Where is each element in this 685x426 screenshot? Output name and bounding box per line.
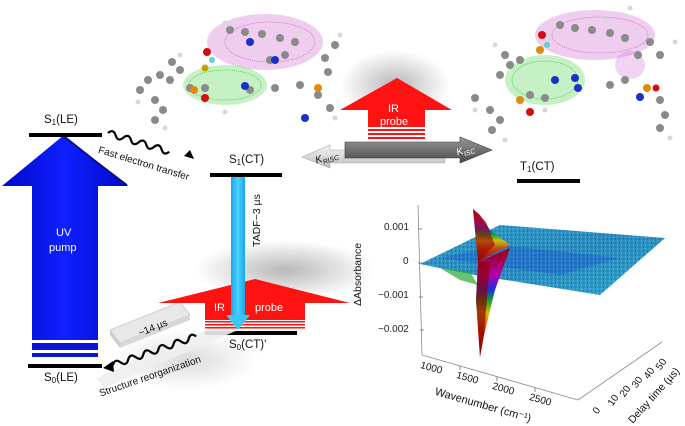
label-s0-ct: S0(CT)': [229, 339, 267, 352]
reorg-time-block: [109, 301, 191, 348]
surface-plot: [417, 204, 665, 401]
uv-pump-label-1: UV: [56, 227, 72, 239]
shadow: [110, 330, 260, 390]
tadf-arrow: [226, 177, 250, 330]
level-s0-ct: [205, 331, 297, 335]
label-t1-ct: T1(CT): [520, 161, 555, 174]
z-tick: −0.002: [378, 324, 409, 335]
z-axis-label: ΔAbsorbance: [352, 242, 364, 306]
z-tick: 0.001: [384, 222, 410, 233]
ir-probe-top-label-1: IR: [388, 103, 399, 115]
k-isc-arrow: [344, 136, 493, 164]
tadf-label: TADF~3 µs: [251, 194, 263, 247]
ir-probe-top-label-2: probe: [380, 116, 409, 128]
level-t1-ct: [517, 179, 580, 183]
ir-probe-top-arrow: [340, 78, 452, 139]
structure-reorg-wavy-arrow: [96, 320, 238, 388]
uv-pump-label-2: pump: [49, 242, 77, 254]
uv-pump-arrow: [2, 135, 128, 357]
ir-probe-bottom-label-left: IR: [214, 302, 225, 314]
level-s1-ct: [210, 173, 282, 177]
level-s0-le: [28, 364, 102, 368]
x-axis: [421, 354, 579, 401]
z-tick: 0: [403, 256, 409, 267]
fast-transfer-wavy-arrow: [107, 130, 194, 159]
ir-probe-bottom-label-right: probe: [255, 302, 284, 314]
label-s1-ct: S1(CT): [229, 154, 265, 167]
molecule-structure-left: [135, 14, 343, 131]
label-s1-le: S1(LE): [44, 114, 78, 127]
y-axis: [577, 341, 663, 401]
z-axis: [417, 204, 423, 356]
level-s1-le: [29, 133, 102, 137]
z-tick: −0.001: [378, 290, 409, 301]
molecule-structure-right: [471, 5, 678, 143]
label-s0-le: S0(LE): [44, 372, 78, 385]
ir-probe-bottom-arrow: [158, 279, 350, 329]
